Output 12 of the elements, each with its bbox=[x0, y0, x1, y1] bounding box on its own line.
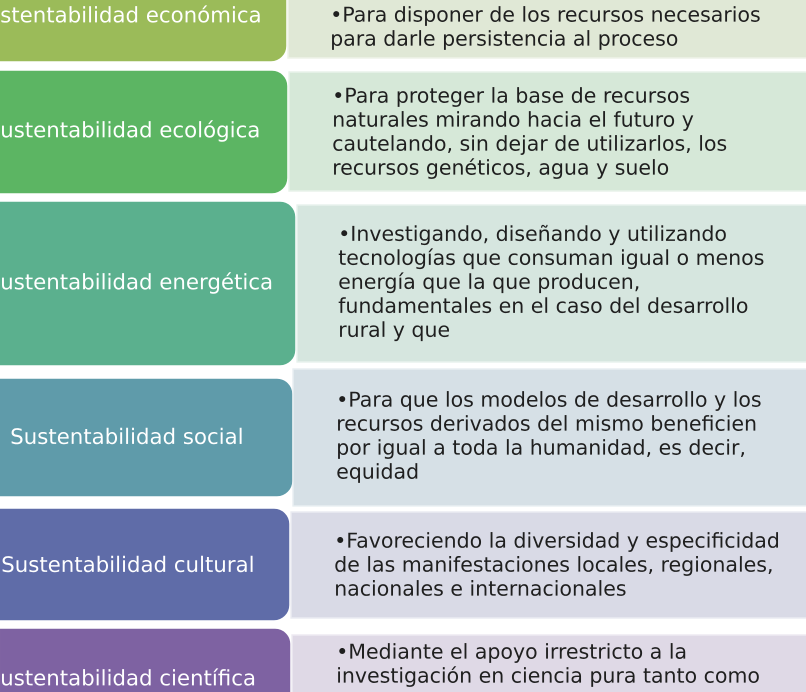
category-box: ustentabilidad científica bbox=[0, 627, 292, 692]
description-box: •Para que los modelos de desarrollo y los recursos derivados del mismo beneficien por igual a toda la humanidad, es decir, equidad bbox=[292, 368, 806, 507]
category-box: Sustentabilidad social bbox=[0, 377, 294, 498]
category-box: ustentabilidad energética bbox=[0, 200, 297, 367]
description-box: •Investigando, diseñando y utilizando tecnologías que consuman igual o menos energía que la que producen, fundamentales en el caso del desarrollo rural y que bbox=[296, 204, 806, 363]
category-box: ustentabilidad ecológica bbox=[0, 69, 289, 195]
category-box: stentabilidad económica bbox=[0, 0, 288, 63]
category-box: Sustentabilidad cultural bbox=[0, 507, 291, 622]
description-box: •Para proteger la base de recursos naturales mirando hacia el futuro y cautelando, sin dejar de utilizarlos, los recursos genéticos, agua y suelo bbox=[288, 71, 806, 192]
description-box: •Mediante el apoyo irrestricto a la investigación en ciencia pura tanto como bbox=[291, 634, 806, 692]
description-box: •Para disponer de los recursos necesarios para darle persistencia al proceso bbox=[287, 0, 806, 59]
description-box: •Favoreciendo la diversidad y especificidad de las manifestaciones locales, regionales, nacionales e internacionales bbox=[290, 511, 806, 619]
